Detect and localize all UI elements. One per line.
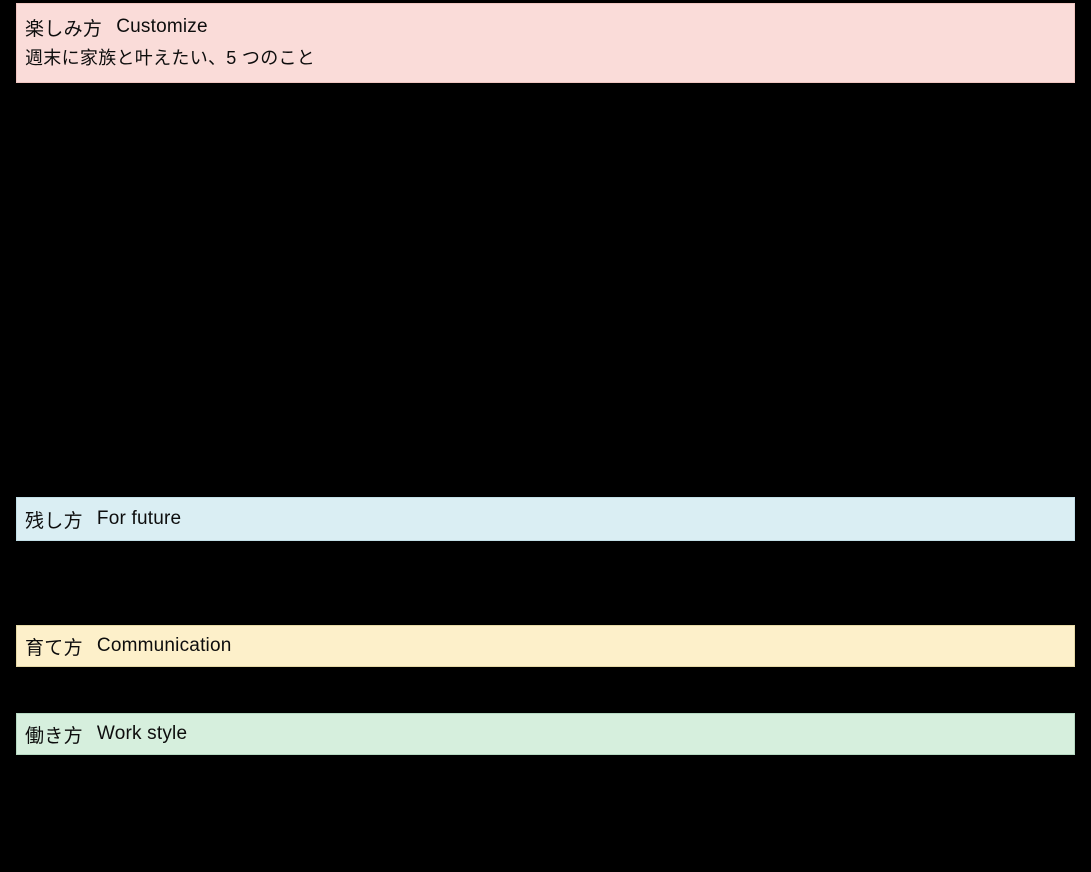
section-label-jp-work-style: 働き方 [25, 725, 83, 747]
section-bar-for-future: 残し方 For future [16, 497, 1075, 541]
section-bar-work-style: 働き方 Work style [16, 713, 1075, 755]
section-label-en-communication: Communication [96, 635, 232, 656]
section-label-en-for-future: For future [96, 508, 182, 529]
section-title-customize: 楽しみ方 Customize [25, 12, 1074, 42]
section-label-en-work-style: Work style [96, 723, 188, 744]
section-bar-customize: 楽しみ方 Customize 週末に家族と叶えたい、5 つのこと [16, 3, 1075, 83]
section-bar-communication: 育て方 Communication [16, 625, 1075, 667]
section-label-jp-customize: 楽しみ方 [25, 18, 103, 40]
section-label-jp-for-future: 残し方 [25, 510, 83, 532]
section-label-jp-communication: 育て方 [25, 637, 83, 659]
section-label-en-customize: Customize [116, 16, 208, 37]
section-subtitle-customize: 週末に家族と叶えたい、5 つのこと [25, 48, 316, 68]
